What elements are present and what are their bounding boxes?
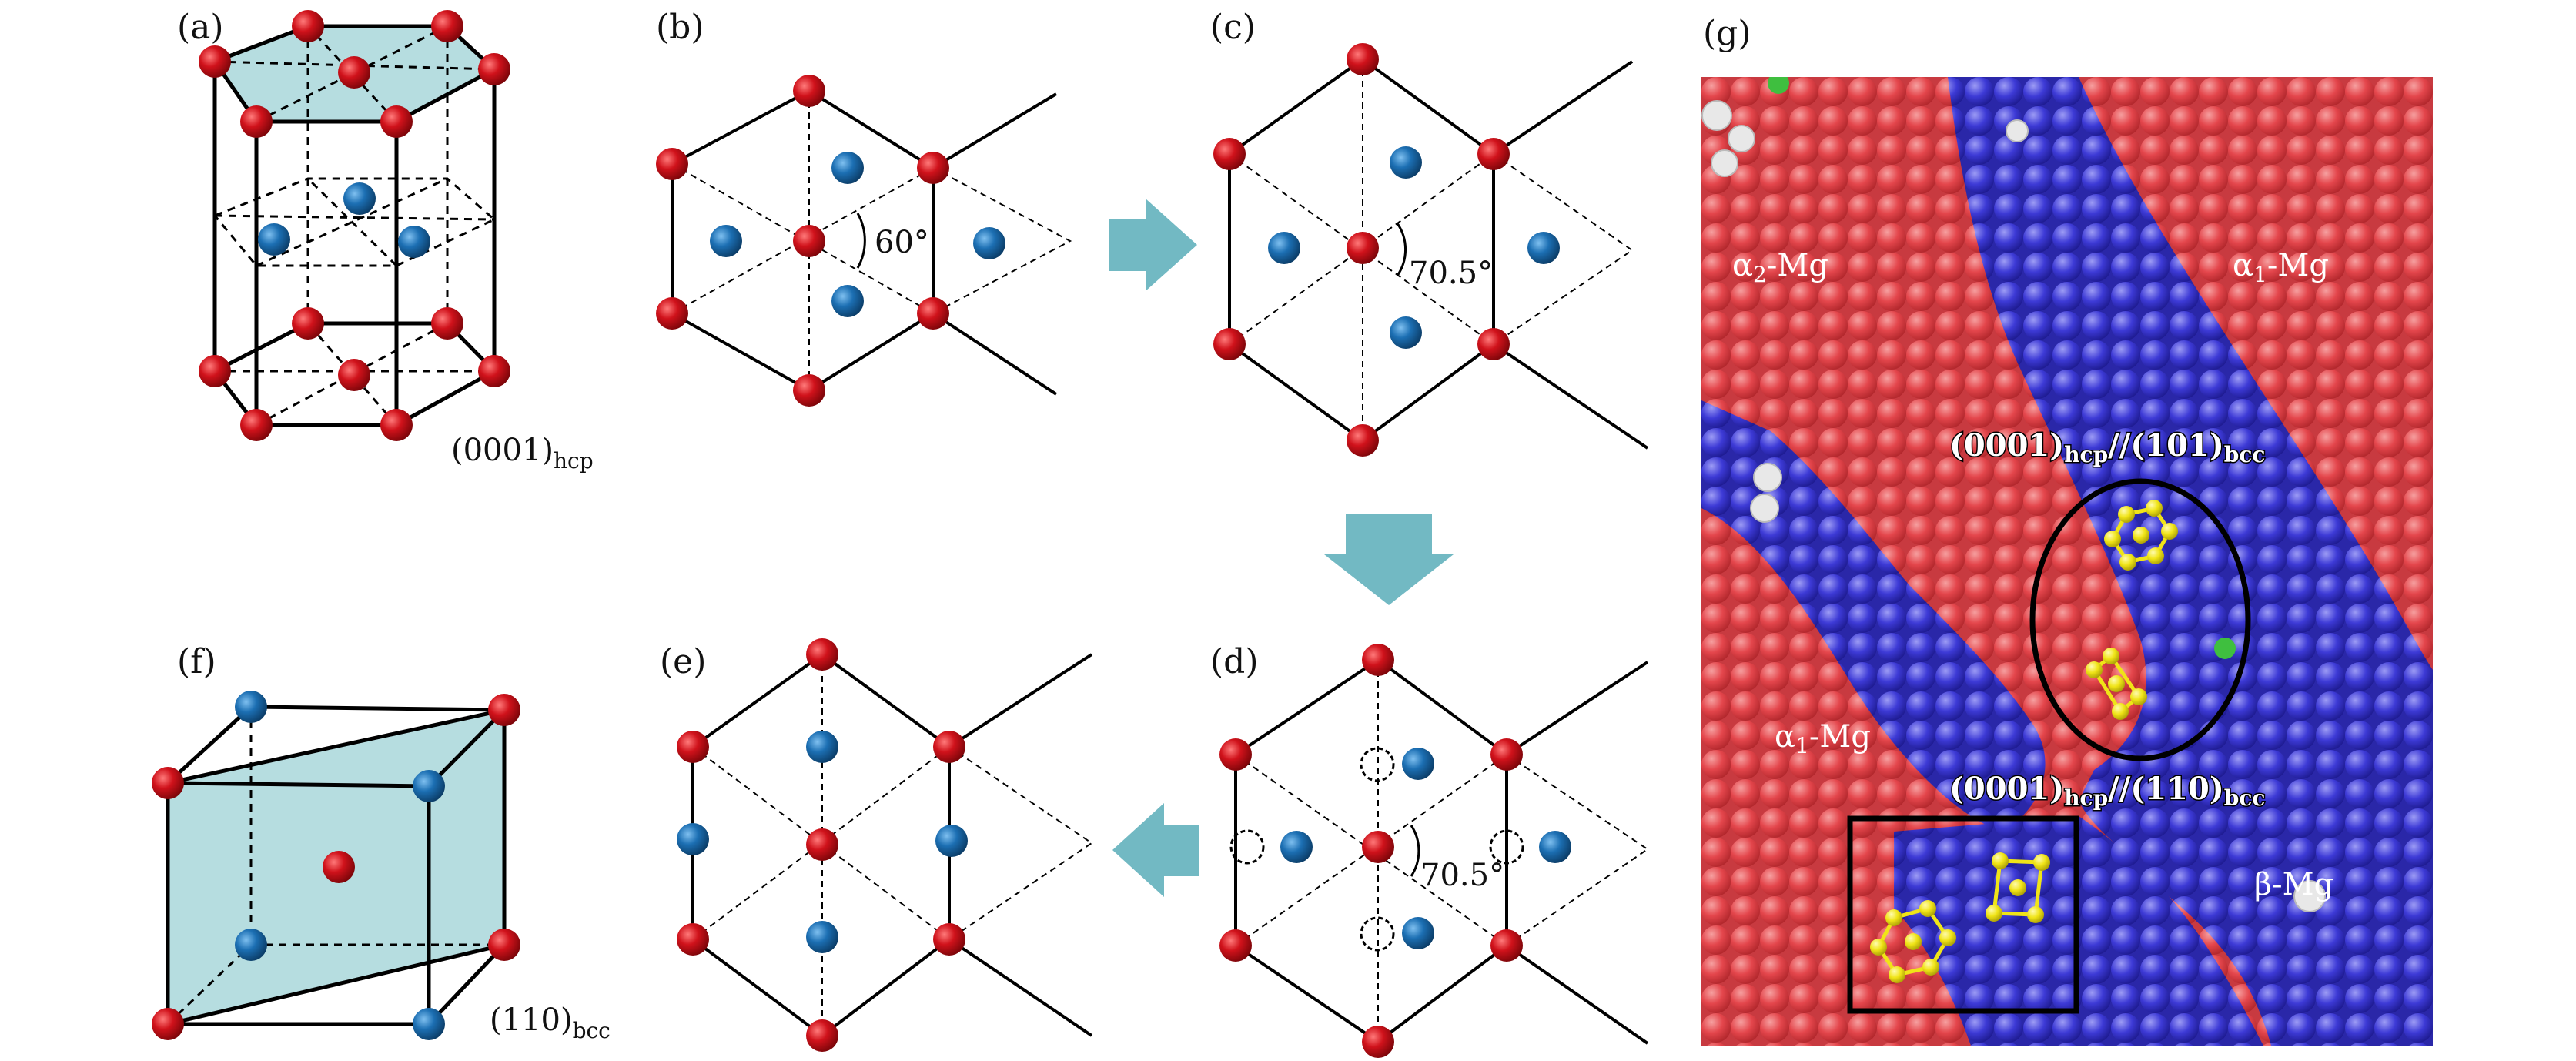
angle-label-70-5-d: 70.5° xyxy=(1420,858,1504,893)
panel-g-label: (g) xyxy=(1703,14,1751,53)
red-atoms xyxy=(199,10,510,441)
white-atoms xyxy=(1701,100,2326,912)
panel-c-distorted-projection xyxy=(1213,43,1649,457)
beta-mg-band-right xyxy=(1948,77,2433,1046)
blue-atoms xyxy=(710,152,1005,317)
panel-a-plane-label: (0001)hcp xyxy=(451,433,594,474)
yellow-hexagon-motif-top xyxy=(2104,500,2178,571)
angle-arc xyxy=(1410,825,1420,877)
panel-b-label: (b) xyxy=(656,8,704,47)
green-atoms xyxy=(1768,77,2236,659)
red-atoms xyxy=(1213,43,1510,457)
blue-atoms xyxy=(1280,748,1571,949)
alpha1-mg-label-left: α1-Mg xyxy=(1775,719,1871,758)
panel-b-dashed-lines xyxy=(671,91,1072,390)
angle-label-70-5-c: 70.5° xyxy=(1409,256,1493,291)
arrow-left xyxy=(1112,803,1199,897)
bcc-cell-edges xyxy=(166,705,507,1026)
orientation-relation-110: (0001)hcp//(110)bcc xyxy=(1949,771,2265,811)
angle-arc xyxy=(1396,223,1407,276)
blue-atoms xyxy=(235,691,445,1040)
blue-atoms xyxy=(258,182,430,258)
alpha2-mg-label: α2-Mg xyxy=(1732,248,1828,287)
angle-label-60: 60° xyxy=(875,225,929,260)
red-atoms xyxy=(1219,644,1523,1058)
panel-b-hcp-projection xyxy=(656,75,1072,407)
red-atoms xyxy=(152,694,520,1040)
panel-d-projection xyxy=(1219,644,1649,1058)
yellow-rhombus-motif-bottom xyxy=(1986,852,2050,923)
yellow-rhombus-motif-top xyxy=(2086,648,2147,720)
beta-mg-band-left xyxy=(1701,400,2046,832)
md-snapshot xyxy=(1701,77,2433,1046)
panel-e-solid-lines xyxy=(691,652,1093,1038)
angle-arc xyxy=(856,213,866,269)
arrow-right xyxy=(1109,199,1197,291)
panel-d-label: (d) xyxy=(1210,642,1259,681)
yellow-hexagon-motif-bottom xyxy=(1870,900,1956,983)
orientation-ellipse xyxy=(2029,478,2251,761)
panel-a-atoms xyxy=(199,10,510,441)
panel-c-label: (c) xyxy=(1210,8,1256,47)
blue-atoms xyxy=(677,731,968,953)
arrow-down xyxy=(1324,514,1454,605)
alpha1-mg-label-top: α1-Mg xyxy=(2233,248,2329,287)
bcc-hidden-edges xyxy=(166,707,504,1026)
panel-a-label: (a) xyxy=(177,8,224,47)
vacancy-circles xyxy=(1229,747,1524,952)
panel-f-plane-label: (110)bcc xyxy=(490,1002,611,1043)
orientation-relation-101: (0001)hcp//(101)bcc xyxy=(1949,427,2265,467)
panel-f-bcc-cell xyxy=(152,691,520,1040)
beta-mg-label: β-Mg xyxy=(2254,867,2333,902)
panel-e-bcc-projection xyxy=(677,638,1093,1052)
red-atoms xyxy=(656,75,949,407)
panel-e-dashed-lines xyxy=(692,654,1093,1036)
red-atoms xyxy=(677,638,965,1052)
panel-f-label: (f) xyxy=(177,642,216,681)
orientation-box xyxy=(1847,815,2079,1014)
panel-e-label: (e) xyxy=(660,642,706,681)
blue-atoms xyxy=(1268,146,1560,349)
